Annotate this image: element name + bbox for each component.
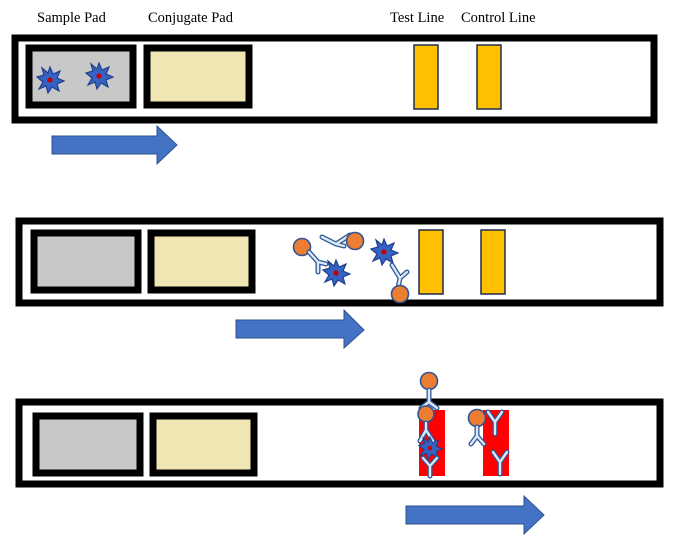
gold-nanoparticle-antibody-icon (418, 371, 440, 411)
conjugate-pad (149, 412, 258, 477)
control-line (480, 229, 506, 295)
conjugate-pad (143, 44, 253, 109)
antibody-y-icon (485, 409, 505, 437)
sample-pad-label: Sample Pad (37, 10, 107, 26)
panel-1 (11, 34, 658, 166)
gold-nanoparticle-antibody-icon (417, 405, 436, 444)
sample-pad (32, 412, 144, 477)
flow-arrow-icon (51, 124, 178, 166)
gold-nanoparticle-antibody-icon (319, 231, 365, 251)
panel-2 (15, 217, 664, 350)
sample-pad (30, 229, 142, 294)
test-line (413, 44, 439, 110)
gold-nanoparticle-antibody-icon (467, 408, 487, 447)
antibody-y-icon (420, 455, 440, 479)
flow-arrow-icon (405, 494, 545, 536)
gold-nanoparticle-antibody-icon (389, 262, 410, 304)
conjugate-pad (147, 229, 256, 294)
control-line-label: Control Line (461, 10, 536, 26)
flow-arrow-icon (235, 308, 365, 350)
conjugate-pad-label: Conjugate Pad (148, 10, 234, 26)
antibody-y-icon (490, 449, 510, 477)
gold-nanoparticle-antibody-icon (292, 237, 329, 275)
control-line (476, 44, 502, 110)
panel-3 (15, 371, 664, 536)
test-line (418, 229, 444, 295)
test-line-label: Test Line (390, 10, 444, 26)
